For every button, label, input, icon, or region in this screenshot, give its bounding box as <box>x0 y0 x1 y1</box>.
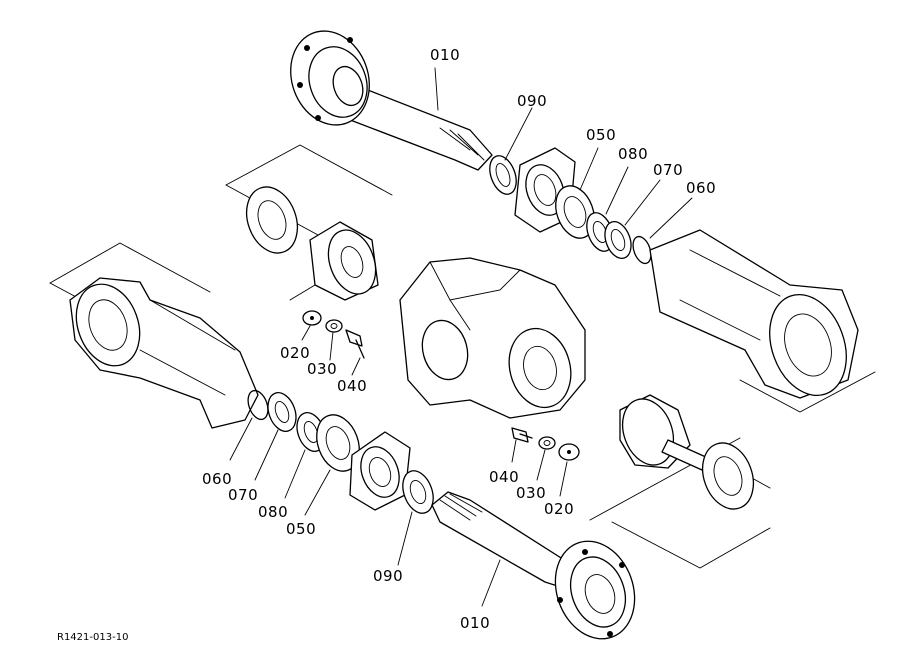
lower-snap-ring-060 <box>247 389 269 421</box>
callout-bot-060: 060 <box>202 470 232 488</box>
upper-seal-090 <box>489 155 517 195</box>
callout-bot-070: 070 <box>228 486 258 504</box>
callout-bot-090: 090 <box>373 567 403 585</box>
callout-top-090: 090 <box>517 92 547 110</box>
bearing-upper-left <box>245 186 299 254</box>
axle-housing-left <box>69 277 259 429</box>
upper-nut-070 <box>604 221 632 259</box>
callout-top-010: 010 <box>430 46 460 64</box>
lower-nut-070 <box>267 392 297 432</box>
callout-top-060: 060 <box>686 179 716 197</box>
drawing-reference: R1421-013-10 <box>57 632 128 643</box>
callout-top-070: 070 <box>653 161 683 179</box>
callout-right-020: 020 <box>544 500 574 518</box>
left-lock-washer-030 <box>325 319 343 333</box>
callout-left-020: 020 <box>280 344 310 362</box>
right-lock-washer-030 <box>538 436 556 450</box>
upper-bearing-050 <box>555 185 595 239</box>
lower-bearing-carrier <box>349 431 411 511</box>
callout-top-050: 050 <box>586 126 616 144</box>
callout-bot-080: 080 <box>258 503 288 521</box>
axle-housing-right <box>649 229 859 399</box>
axle-shaft-upper <box>290 30 493 171</box>
callout-numbers: 010 090 050 080 070 060 020 030 040 060 … <box>202 46 716 632</box>
callout-top-080: 080 <box>618 145 648 163</box>
right-bolt-040 <box>511 427 533 443</box>
callout-bot-010: 010 <box>460 614 490 632</box>
callout-bot-050: 050 <box>286 520 316 538</box>
differential-case-right <box>619 394 709 471</box>
right-washer-020 <box>558 443 580 461</box>
differential-case-left <box>309 221 379 301</box>
callout-right-040: 040 <box>489 468 519 486</box>
lower-seal-090 <box>402 470 434 514</box>
callout-right-030: 030 <box>516 484 546 502</box>
callout-left-040: 040 <box>337 377 367 395</box>
upper-snap-ring-060 <box>632 235 652 265</box>
center-gear-case <box>399 257 586 419</box>
callout-left-030: 030 <box>307 360 337 378</box>
left-washer-020 <box>302 310 322 326</box>
callout-leaders <box>229 67 693 607</box>
axle-shaft-lower <box>431 491 636 640</box>
lower-bearing-050 <box>316 414 360 472</box>
bearing-lower-right <box>701 442 755 510</box>
left-bolt-040 <box>345 329 365 359</box>
